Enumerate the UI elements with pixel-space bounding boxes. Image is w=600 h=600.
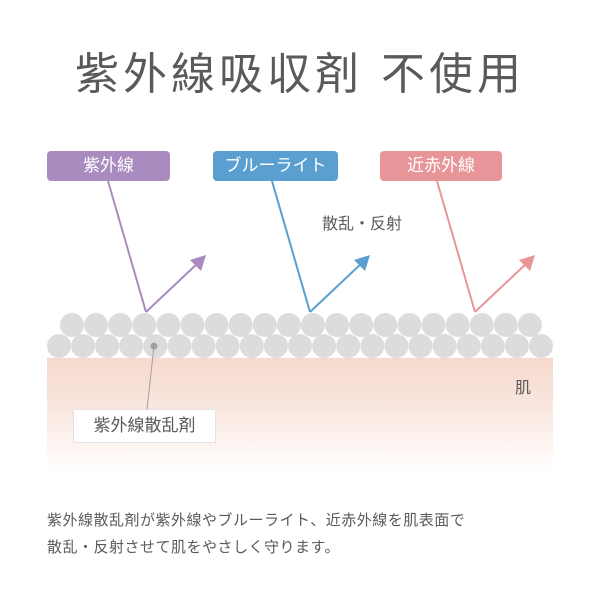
particle (60, 313, 84, 337)
particle (360, 334, 385, 358)
uv-scattering-agent-label: 紫外線散乱剤 (73, 409, 216, 443)
bluelight-arrowhead-icon (354, 255, 370, 271)
particle-layer (47, 313, 553, 358)
particle (119, 334, 144, 358)
particle (167, 334, 192, 358)
skin-label: 肌 (515, 378, 532, 397)
particle (517, 313, 542, 337)
scatter-reflect-label: 散乱・反射 (322, 214, 403, 233)
nir-arrowhead-icon (519, 255, 535, 271)
description-line-2: 散乱・反射させて肌をやさしく守ります。 (47, 538, 341, 556)
particle (445, 313, 470, 337)
description-text: 紫外線散乱剤が紫外線やブルーライト、近赤外線を肌表面で 散乱・反射させて肌をやさ… (47, 507, 567, 561)
particle (132, 313, 157, 337)
particle (191, 334, 216, 358)
particle (421, 313, 446, 337)
particle (480, 334, 505, 358)
particle (373, 313, 398, 337)
uv-arrowhead-icon (190, 255, 206, 271)
nir-ray-arrow (436, 180, 529, 313)
particle-pointer-line (146, 345, 155, 410)
particle (288, 334, 312, 358)
particle (84, 313, 109, 337)
particle (239, 334, 264, 358)
particle (301, 313, 325, 337)
particle (252, 313, 277, 337)
particle (180, 313, 205, 337)
particle (493, 313, 518, 337)
nir-label-tag: 近赤外線 (380, 151, 502, 181)
particle (276, 313, 301, 337)
particle (529, 334, 553, 358)
particle (71, 334, 96, 358)
bluelight-label-tag: ブルーライト (213, 151, 338, 181)
particle (95, 334, 120, 358)
particle (263, 334, 288, 358)
particle (336, 334, 361, 358)
particle (397, 313, 422, 337)
particle (469, 313, 494, 337)
particle (47, 334, 71, 358)
particle (325, 313, 350, 337)
description-line-1: 紫外線散乱剤が紫外線やブルーライト、近赤外線を肌表面で (47, 511, 466, 529)
bluelight-ray-arrow (271, 180, 364, 313)
particle (156, 313, 181, 337)
particle (108, 313, 133, 337)
page-title: 紫外線吸収剤 不使用 (75, 49, 525, 100)
particle (432, 334, 457, 358)
particle (456, 334, 481, 358)
uv-label-tag: 紫外線 (47, 151, 170, 181)
particle (408, 334, 433, 358)
particle (312, 334, 337, 358)
particle (204, 313, 229, 337)
particle (504, 334, 529, 358)
particle (384, 334, 409, 358)
particle (349, 313, 374, 337)
uv-ray-arrow (107, 180, 200, 313)
particle (215, 334, 240, 358)
particle (228, 313, 253, 337)
